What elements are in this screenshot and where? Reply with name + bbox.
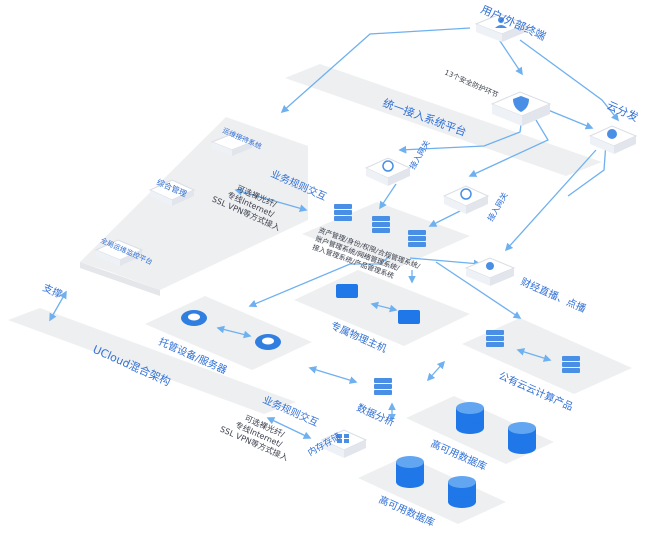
- gateway-icon: [460, 188, 472, 200]
- user-terminal-node[interactable]: [474, 13, 528, 42]
- cloud-server-stack-2: [562, 356, 580, 373]
- security-node[interactable]: [490, 91, 552, 126]
- database-cluster-2: [396, 456, 476, 508]
- support-platform-side: [80, 262, 160, 296]
- server-stack-3: [408, 230, 426, 247]
- cloud-distribution-node[interactable]: [588, 125, 638, 154]
- gateway-icon: [382, 160, 394, 172]
- user-icon: [495, 17, 507, 28]
- physical-server-2: [398, 310, 420, 324]
- security-links-label: 13个安全防护环节: [443, 68, 500, 100]
- share-icon: [607, 129, 617, 139]
- ucloud-platform: [8, 308, 296, 414]
- global-monitor-node[interactable]: [94, 239, 144, 266]
- physical-server-1: [336, 284, 358, 298]
- integrated-mgmt-node[interactable]: [148, 179, 196, 206]
- ops-reception-node[interactable]: [210, 133, 254, 156]
- access-gateway-a-node[interactable]: [364, 157, 412, 186]
- hosting-device-1: [181, 310, 207, 326]
- cloud-distribution-label: 云分发: [605, 98, 641, 124]
- play-icon: [486, 262, 494, 270]
- access-gateway-b-label: 接入网关: [485, 190, 510, 223]
- connectors: [49, 27, 619, 439]
- memory-storage-node[interactable]: [320, 429, 368, 458]
- hosting-device-2: [255, 334, 281, 350]
- server-stack-1: [334, 204, 352, 221]
- support-label: 支撑: [41, 281, 65, 301]
- data-analysis-node[interactable]: [374, 378, 392, 395]
- database-cluster-1: [456, 402, 536, 454]
- cloud-server-stack-1: [486, 330, 504, 347]
- unified-access-platform: [285, 64, 602, 176]
- support-platform: [80, 117, 308, 290]
- grid-icon: [337, 434, 349, 443]
- cdn-node[interactable]: [464, 257, 516, 286]
- dedicated-host-platform: [294, 270, 470, 346]
- public-cloud-platform: [462, 318, 632, 394]
- access-gateway-a-label: 接入网关: [407, 138, 432, 171]
- cdn-label: 财经直播、点播: [519, 275, 588, 315]
- access-gateway-b-node[interactable]: [442, 185, 490, 214]
- shield-icon: [513, 96, 529, 112]
- data-analysis-label: 数据分析: [355, 401, 397, 429]
- server-stack-2: [372, 216, 390, 233]
